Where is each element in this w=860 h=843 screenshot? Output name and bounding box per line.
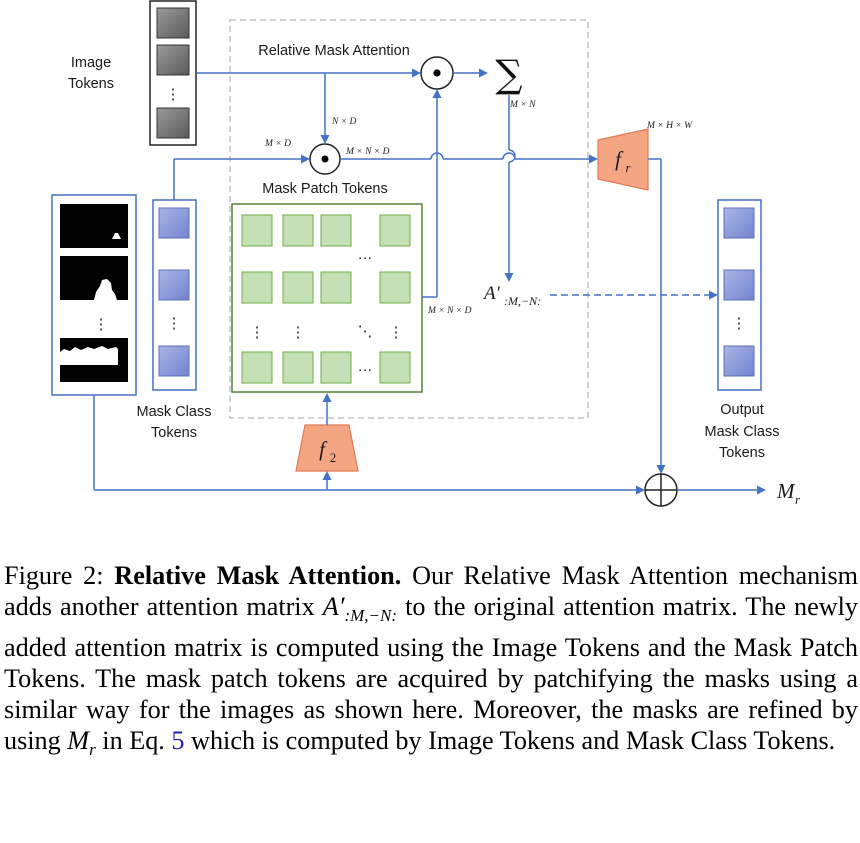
figure-caption: Figure 2: Relative Mask Attention. Our R… — [4, 560, 858, 766]
mask-patch-token — [320, 271, 352, 304]
image-tokens-label: Tokens — [68, 76, 114, 92]
add-operator — [644, 473, 678, 507]
masks-column: ⋮ — [51, 194, 137, 396]
caption-text: to the original attention matrix. The ne… — [4, 592, 859, 756]
dot-product-operator-middle — [309, 143, 341, 175]
image-token — [156, 44, 190, 76]
svg-text:f: f — [319, 437, 328, 461]
output-mask-class-tokens-label: Output — [720, 402, 764, 418]
figure-label: Figure 2: — [4, 561, 104, 590]
output-mask-class-tokens-group: ⋮ — [717, 199, 762, 391]
mask-class-tokens-ellipsis: ⋮ — [167, 316, 182, 332]
image-tokens-ellipsis: ⋮ — [166, 87, 181, 103]
mask-patch-tokens-label: Mask Patch Tokens — [262, 181, 387, 197]
relative-mask-attention-label: Relative Mask Attention — [258, 43, 410, 59]
svg-text::M,−N:: :M,−N: — [504, 294, 541, 308]
mask-patch-token — [379, 214, 411, 247]
image-tokens-group: ⋮ — [149, 0, 197, 146]
mask-patch-token — [241, 351, 273, 384]
caption-text: in Eq. — [102, 726, 165, 756]
mask-patch-ellipsis: ⋮ — [291, 325, 306, 341]
attention-matrix-symbol: A′ :M,−N: — [482, 283, 541, 308]
svg-text:f: f — [615, 147, 624, 171]
dim-label: M × N × D — [345, 147, 390, 157]
mask-patch-tokens-grid: ··· ⋮ ⋮ ⋱ ⋮ ··· — [231, 203, 423, 393]
mask-patch-token — [320, 214, 352, 247]
mask-patch-ellipsis: ⋮ — [389, 325, 404, 341]
mask-image — [60, 204, 128, 248]
connections — [93, 68, 766, 495]
mask-patch-token — [379, 271, 411, 304]
equation-reference-link[interactable]: 5 — [171, 726, 185, 756]
attention-region-box — [229, 19, 589, 419]
mask-patch-token — [282, 271, 314, 304]
mask-class-tokens-label: Tokens — [151, 425, 197, 441]
output-mr-symbol: M r — [776, 479, 801, 507]
mask-image — [60, 256, 128, 300]
mask-patch-token — [320, 351, 352, 384]
mask-patch-token — [241, 271, 273, 304]
output-token — [723, 207, 755, 239]
fr-transform: f r — [597, 128, 649, 191]
dim-label: M × N × D — [427, 306, 472, 316]
mask-class-tokens-label: Mask Class — [137, 404, 212, 420]
caption-math-mr: Mr — [67, 726, 96, 760]
image-token — [156, 7, 190, 39]
output-mask-class-tokens-label: Tokens — [719, 445, 765, 461]
mask-class-token — [158, 345, 190, 377]
mask-patch-ellipsis: ··· — [358, 250, 373, 266]
mask-patch-ellipsis: ⋮ — [250, 325, 265, 341]
mask-class-token — [158, 269, 190, 301]
relative-mask-attention-diagram: ⋮ Image Tokens Relative Mask Attention ⋮… — [51, 0, 801, 507]
svg-text:r: r — [795, 492, 801, 507]
output-mask-class-tokens-label: Mask Class — [705, 424, 780, 440]
image-tokens-label: Image — [71, 55, 111, 71]
mask-patch-token — [379, 351, 411, 384]
dot-product-operator-top — [420, 56, 454, 90]
dim-label: M × H × W — [646, 121, 693, 131]
mask-patch-token — [282, 351, 314, 384]
dim-label: M × D — [264, 139, 291, 149]
f2-transform: f 2 — [295, 424, 359, 472]
sum-operator: ∑ — [495, 52, 522, 96]
masks-ellipsis: ⋮ — [94, 317, 109, 333]
svg-text:M: M — [776, 479, 796, 503]
output-tokens-ellipsis: ⋮ — [732, 316, 747, 332]
output-token — [723, 269, 755, 301]
dim-label: N × D — [331, 117, 356, 127]
mask-class-token — [158, 207, 190, 239]
mask-patch-ellipsis: ··· — [358, 362, 373, 378]
image-token — [156, 107, 190, 139]
caption-text: Our Relative Mask Attention mechanism ad… — [4, 561, 859, 622]
caption-text: which is computed by Image Tokens and Ma… — [191, 726, 836, 756]
dim-label: M × N — [509, 100, 536, 110]
svg-text:2: 2 — [330, 450, 337, 465]
mask-patch-token — [282, 214, 314, 247]
svg-text:r: r — [625, 160, 631, 175]
caption-math-attention: A′:M,−N: — [322, 592, 398, 626]
mask-patch-ellipsis: ⋱ — [358, 324, 373, 340]
mask-patch-token — [241, 214, 273, 247]
svg-text:A′: A′ — [482, 283, 501, 304]
output-token — [723, 345, 755, 377]
mask-class-tokens-group: ⋮ — [152, 199, 197, 391]
caption-title: Relative Mask Attention. — [114, 561, 402, 590]
